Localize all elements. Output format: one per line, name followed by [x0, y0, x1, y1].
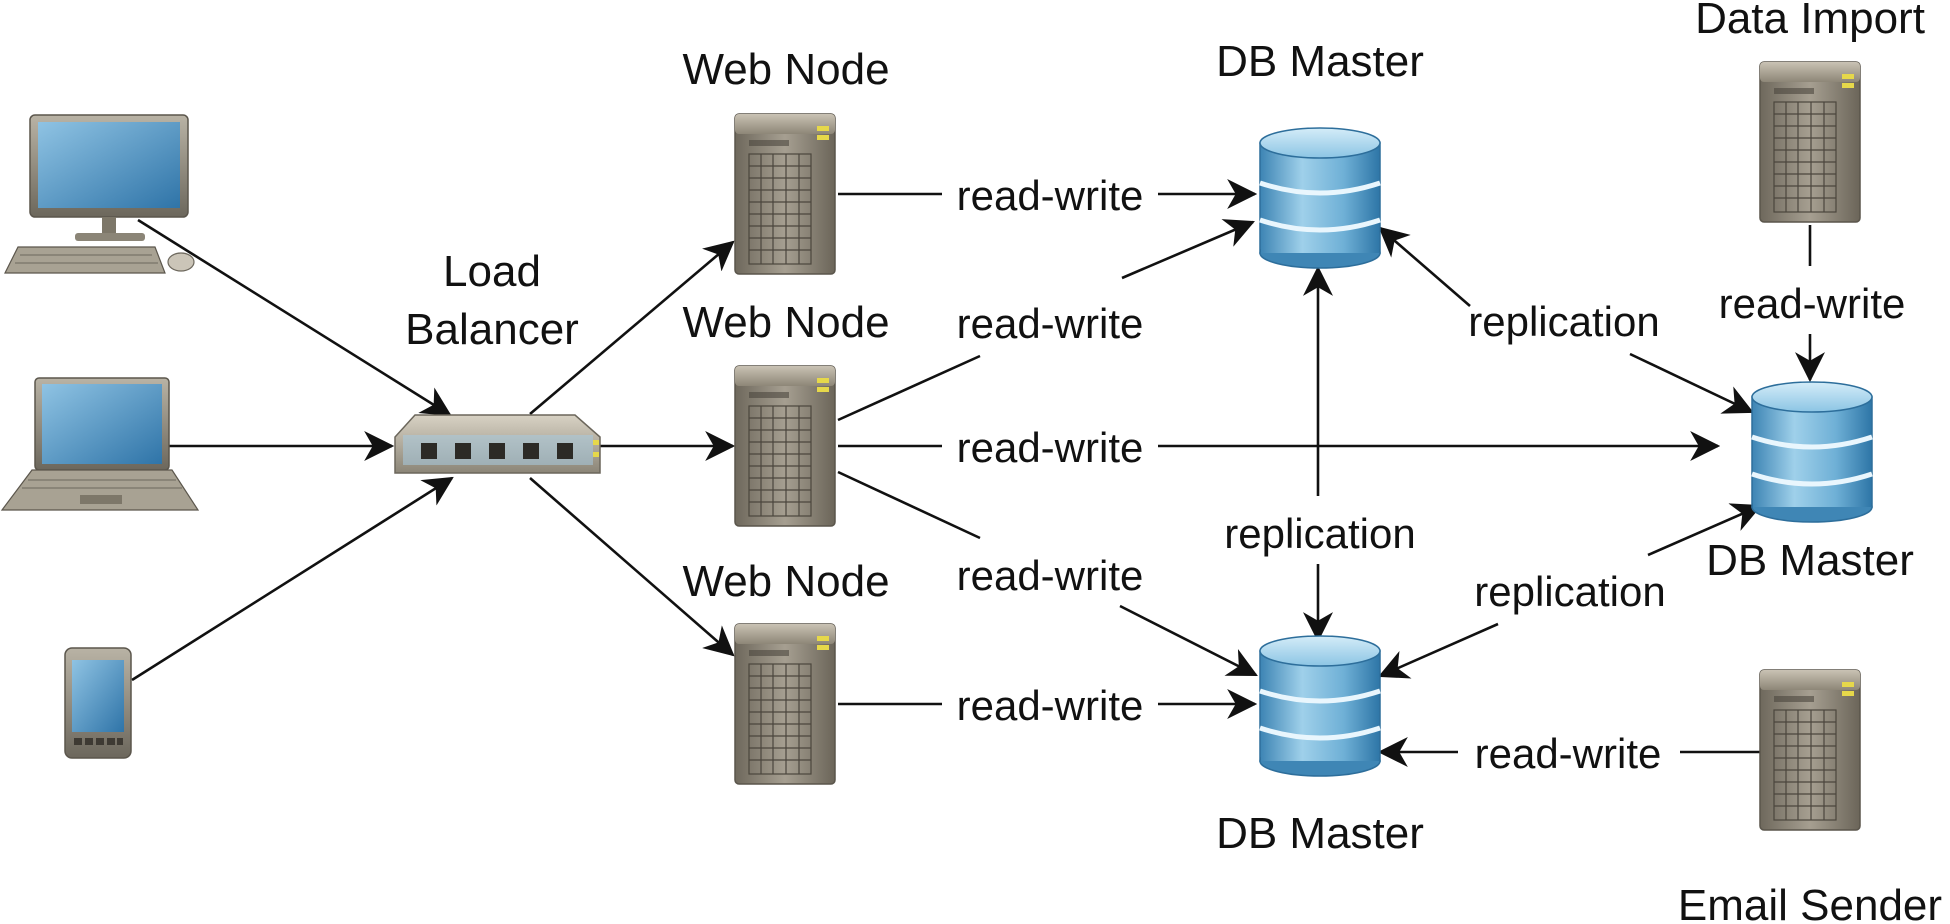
edge-lb-to-web3	[529, 477, 735, 657]
server-tower-icon	[734, 623, 836, 785]
database-cylinder-icon	[1260, 636, 1380, 776]
laptop-icon	[0, 377, 200, 511]
web-node-1-label: Web Node	[682, 45, 889, 94]
edge-label-db2-db3: replication	[1474, 568, 1665, 615]
edge-web2-db3-a	[837, 470, 981, 540]
edge-label-web2-db1: read-write	[957, 300, 1144, 347]
network-switch-icon	[394, 414, 601, 474]
edge-lb-to-web1	[529, 240, 735, 415]
server-tower-icon	[1759, 669, 1861, 831]
edge-web2-db1-b	[1121, 219, 1255, 280]
mobile-phone-icon	[64, 647, 132, 759]
server-tower-icon	[734, 365, 836, 527]
edge-label-import-db2: read-write	[1719, 280, 1906, 327]
database-cylinder-icon	[1752, 382, 1872, 522]
desktop-computer-icon	[4, 114, 195, 274]
edge-label-web1-db1: read-write	[957, 172, 1144, 219]
edge-label-web2-db3: read-write	[957, 552, 1144, 599]
db-master-3-label: DB Master	[1216, 809, 1424, 858]
edge-phone-to-lb	[131, 476, 454, 682]
web-node-3-label: Web Node	[682, 557, 889, 606]
server-tower-icon	[1759, 61, 1861, 223]
edge-label-db1-db2: replication	[1468, 298, 1659, 345]
edge-db2-to-db1	[1378, 226, 1471, 307]
edge-db1-to-db2	[1629, 352, 1754, 414]
edge-label-email-db3: read-write	[1475, 730, 1662, 777]
edge-label-db1-db3: replication	[1224, 510, 1415, 557]
db-master-1-label: DB Master	[1216, 37, 1424, 86]
data-import-label: Data Import	[1695, 0, 1925, 43]
db-master-2-label: DB Master	[1706, 536, 1914, 585]
edge-label-web3-db3: read-write	[957, 682, 1144, 729]
edge-db2-to-db3	[1378, 622, 1499, 679]
lb-label-line2: Balancer	[405, 305, 579, 354]
email-sender-label: Email Sender	[1678, 881, 1942, 924]
edge-db3-to-db2	[1647, 503, 1762, 557]
edge-desktop-to-lb	[137, 218, 452, 417]
lb-label-line1: Load	[443, 247, 541, 296]
web-node-2-label: Web Node	[682, 298, 889, 347]
edge-web2-db3-b	[1119, 604, 1258, 677]
edge-web2-db1-a	[837, 354, 981, 422]
server-tower-icon	[734, 113, 836, 275]
database-cylinder-icon	[1260, 128, 1380, 268]
edge-label-web2-db2: read-write	[957, 424, 1144, 471]
